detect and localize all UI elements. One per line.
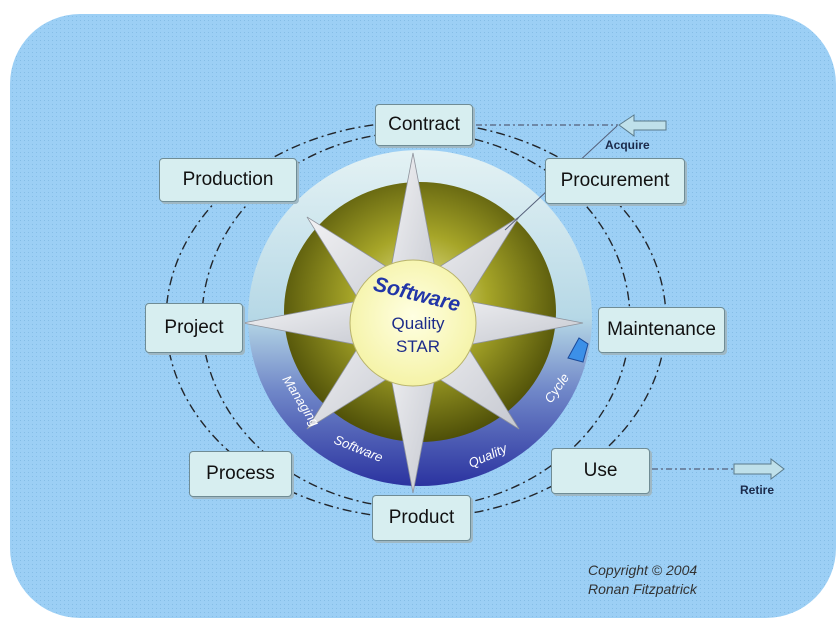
copyright-line-2: Ronan Fitzpatrick xyxy=(588,581,697,597)
copyright-line-1: Copyright © 2004 xyxy=(588,562,698,578)
node-contract: Contract xyxy=(375,104,473,146)
retire-arrow-icon xyxy=(733,457,785,481)
center-line-star: STAR xyxy=(396,337,440,356)
copyright: Copyright © 2004 Ronan Fitzpatrick xyxy=(588,561,697,599)
center-circle xyxy=(349,259,477,387)
retire-label: Retire xyxy=(740,483,774,497)
center-line-quality: Quality xyxy=(392,314,445,333)
acquire-label: Acquire xyxy=(605,138,650,152)
acquire-arrow-icon xyxy=(618,114,667,137)
node-maintenance: Maintenance xyxy=(598,307,725,353)
node-production: Production xyxy=(159,158,297,202)
cycle-arrow-icon xyxy=(567,337,589,363)
node-product: Product xyxy=(372,495,471,541)
node-process: Process xyxy=(189,451,292,497)
node-use: Use xyxy=(551,448,650,494)
node-project: Project xyxy=(145,303,243,353)
node-procurement: Procurement xyxy=(545,158,685,204)
